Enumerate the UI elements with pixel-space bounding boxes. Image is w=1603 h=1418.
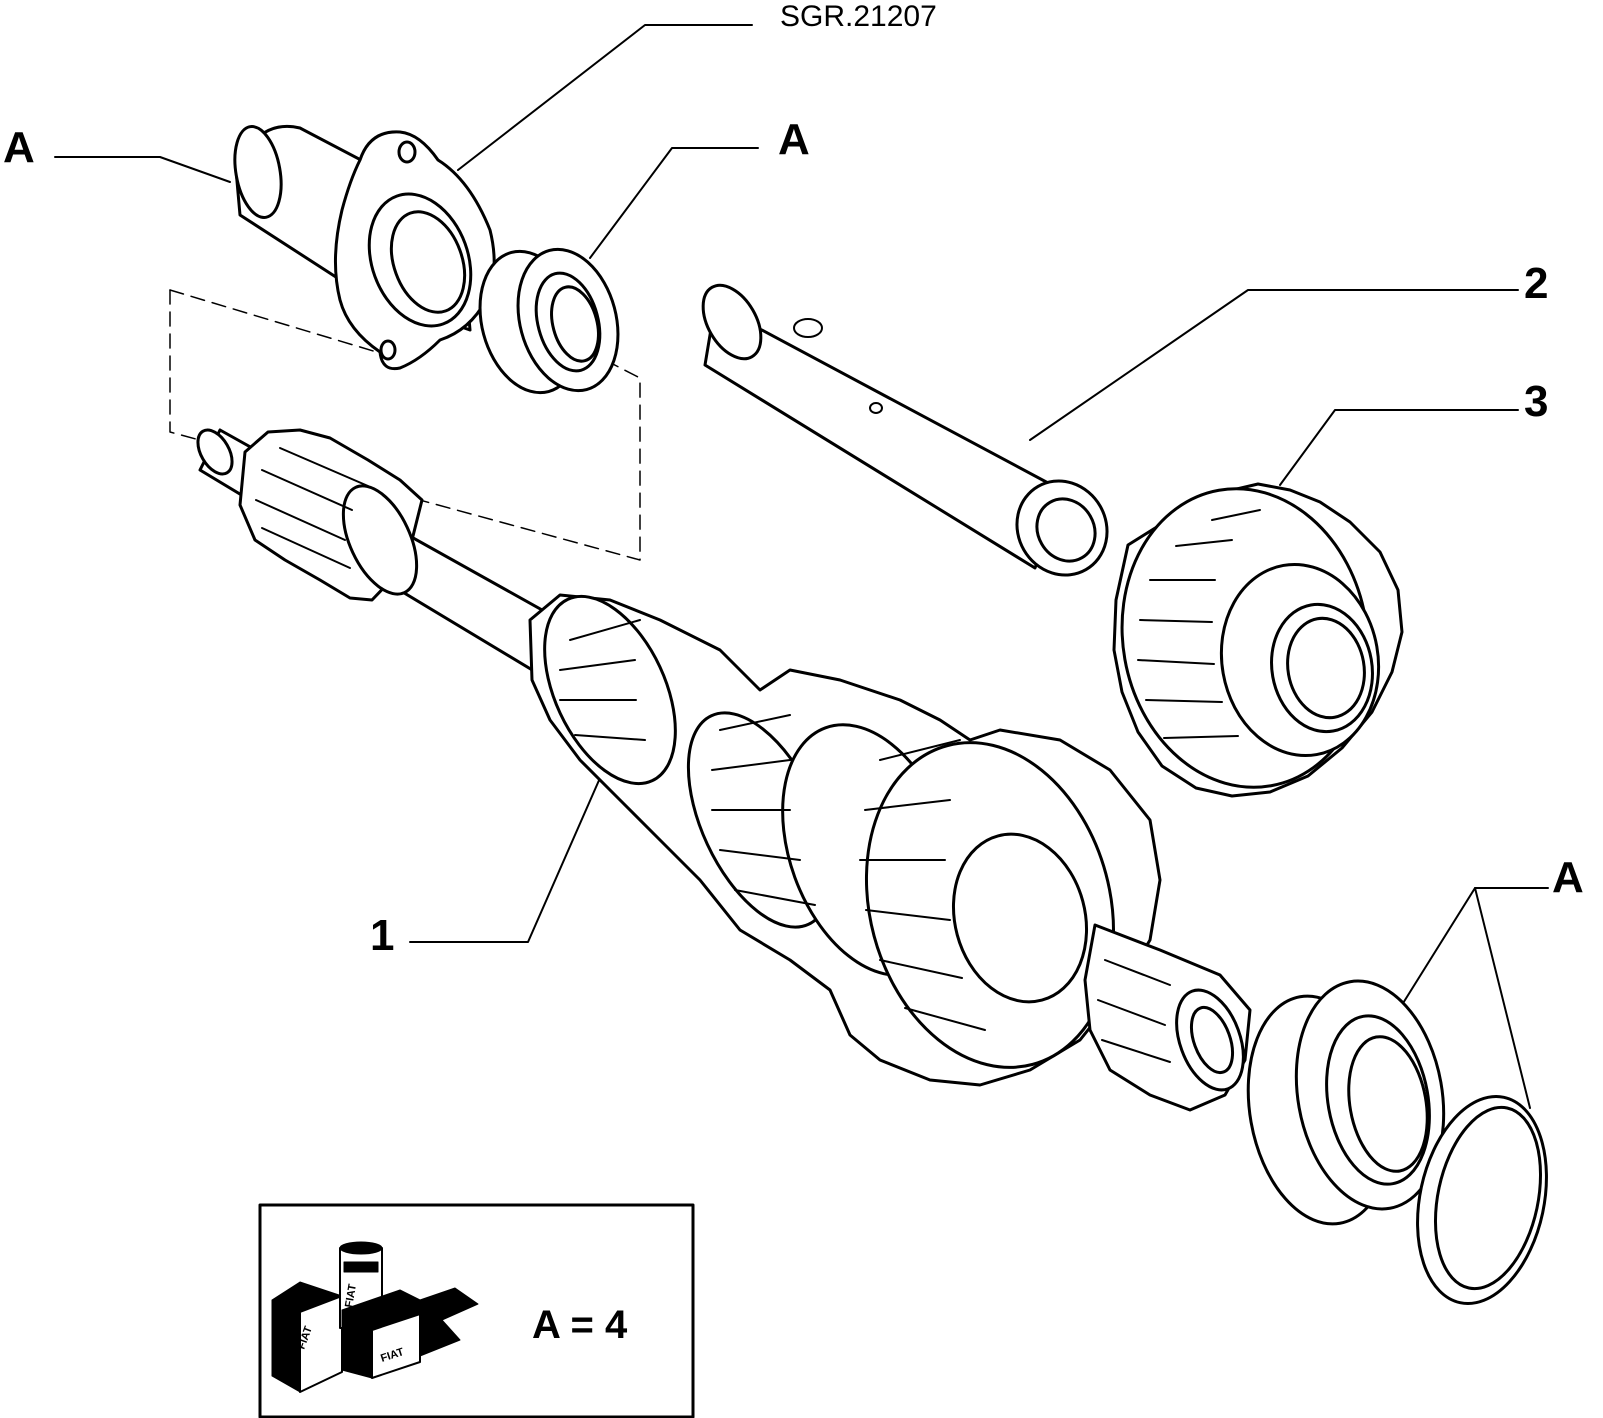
- leader-1: [409, 777, 601, 943]
- leader-3: [1279, 409, 1519, 486]
- callout-a-top-left: A: [3, 123, 35, 172]
- bearing-bottom: [1246, 979, 1446, 1226]
- callout-part-3: 3: [1524, 377, 1549, 426]
- callout-a-right: A: [1552, 853, 1584, 902]
- kit-box: FIAT FIAT FIAT: [258, 1203, 695, 1418]
- callout-part-1: 1: [370, 911, 395, 960]
- callout-part-2: 2: [1524, 259, 1549, 308]
- svg-text:FIAT: FIAT: [343, 1283, 359, 1309]
- pin-shaft: [701, 283, 1109, 577]
- leader-2: [1029, 289, 1519, 441]
- leader-a-top-left: [54, 156, 231, 183]
- guide-sleeve: [233, 124, 496, 371]
- leader-a-right-2: [1474, 887, 1531, 1109]
- bearing-top: [478, 247, 620, 410]
- leader-a-top-mid: [589, 147, 759, 259]
- reference-code: SGR.21207: [780, 0, 937, 33]
- assembly-dash-line: [169, 289, 641, 561]
- leader-ref: [457, 24, 753, 171]
- kit-quantity-equation: A = 4: [532, 1303, 628, 1347]
- fiat-product-icon: FIAT FIAT FIAT: [271, 1241, 479, 1393]
- thrust-ring: [1416, 1094, 1548, 1306]
- main-shaft: [196, 428, 1252, 1112]
- leader-lines: [54, 24, 1549, 1109]
- callout-a-top-mid: A: [778, 115, 810, 164]
- leader-a-right-1: [1399, 887, 1549, 1009]
- idler-gear: [1112, 482, 1404, 798]
